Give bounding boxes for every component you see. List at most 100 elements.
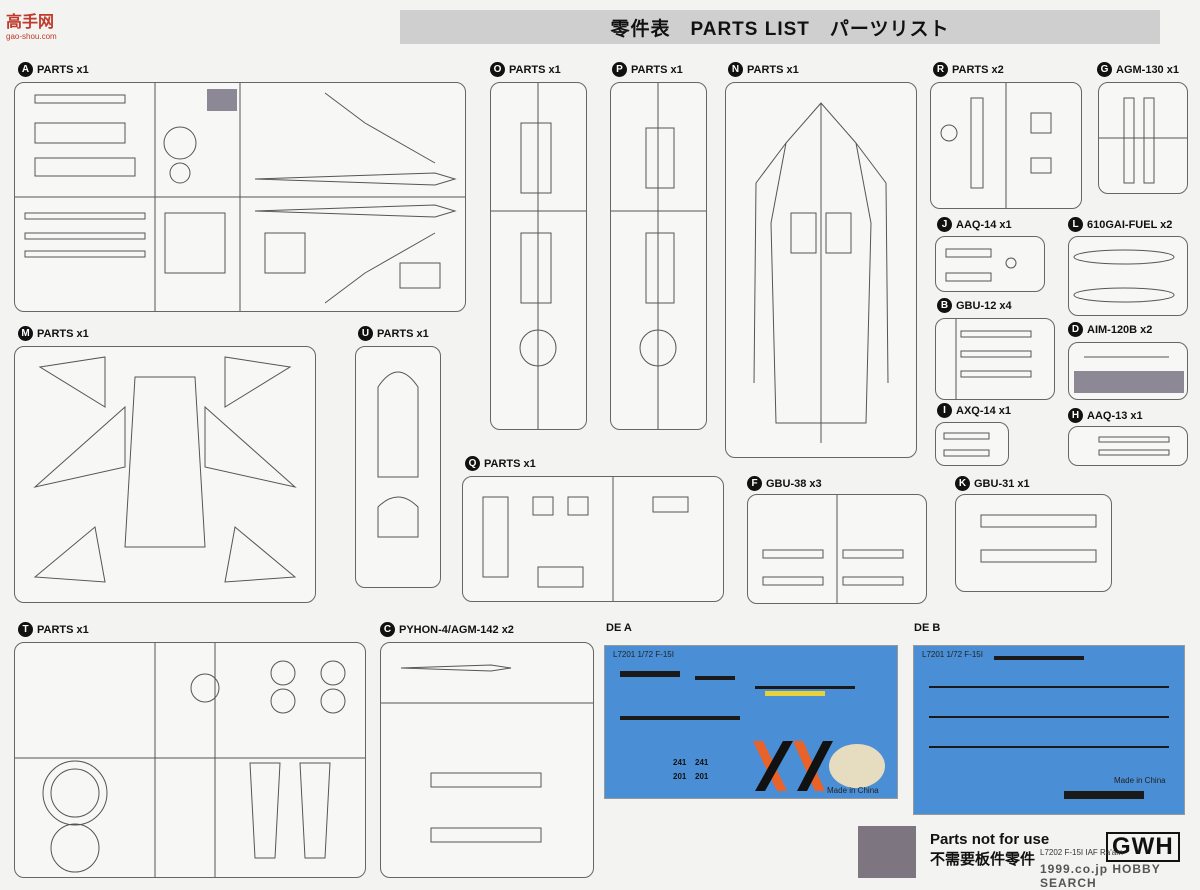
letter-badge: A bbox=[18, 62, 33, 77]
sprue-u-drawing bbox=[377, 371, 419, 538]
unused-parts-en: Parts not for use bbox=[930, 831, 1050, 848]
kit-code: L7202 F-15I IAF Ra'am bbox=[1040, 848, 1123, 857]
sprue-m-drawing bbox=[33, 356, 297, 583]
group-label-text: 610GAI-FUEL x2 bbox=[1087, 218, 1173, 231]
decal-sheet-a: L7201 1/72 F-15I 241 241 201 201 Made in… bbox=[604, 645, 898, 799]
letter-badge: H bbox=[1068, 408, 1083, 423]
group-label-text: PARTS x1 bbox=[37, 63, 89, 76]
letter-badge: G bbox=[1097, 62, 1112, 77]
letter-badge: M bbox=[18, 326, 33, 341]
sprue-f-drawing bbox=[762, 495, 904, 603]
sprue-n-drawing bbox=[753, 102, 889, 443]
brand-logo: GWH bbox=[1106, 832, 1180, 862]
group-label-r: R PARTS x2 bbox=[933, 62, 1004, 77]
decal-made-in: Made in China bbox=[827, 786, 879, 795]
sprue-k-drawing bbox=[980, 514, 1097, 563]
letter-badge: O bbox=[490, 62, 505, 77]
sprue-g bbox=[1098, 82, 1188, 194]
sprue-q-drawing bbox=[482, 477, 689, 601]
decal-a-artwork bbox=[620, 671, 885, 791]
sprue-u bbox=[355, 346, 441, 588]
decal-number-3: 201 bbox=[673, 772, 687, 781]
decal-sheet-code: L7201 1/72 F-15I bbox=[922, 650, 983, 659]
decal-label-b: DE B bbox=[914, 622, 940, 634]
sprue-c-drawing bbox=[381, 664, 593, 843]
decal-b-artwork bbox=[929, 656, 1169, 799]
group-label-text: PARTS x1 bbox=[377, 327, 429, 340]
letter-badge: J bbox=[937, 217, 952, 232]
sprue-o-drawing bbox=[491, 83, 586, 429]
group-label-m: M PARTS x1 bbox=[18, 326, 89, 341]
sprue-h-drawing bbox=[1098, 436, 1170, 456]
letter-badge: B bbox=[937, 298, 952, 313]
group-label-text: PARTS x1 bbox=[747, 63, 799, 76]
decal-number-4: 201 bbox=[695, 772, 709, 781]
group-label-text: AXQ-14 x1 bbox=[956, 404, 1012, 417]
decal-label-a: DE A bbox=[606, 622, 632, 634]
decal-sheet-b: L7201 1/72 F-15I Made in China bbox=[913, 645, 1185, 815]
sprue-a bbox=[14, 82, 466, 312]
letter-badge: Q bbox=[465, 456, 480, 471]
logo-text: 高手网 bbox=[6, 12, 55, 31]
letter-badge: N bbox=[728, 62, 743, 77]
page-title: 零件表 PARTS LIST パーツリスト bbox=[400, 10, 1160, 44]
sprue-b bbox=[935, 318, 1055, 400]
sprue-t-drawing bbox=[15, 643, 365, 877]
sprue-l bbox=[1068, 236, 1188, 316]
sprue-d-drawing bbox=[1074, 356, 1184, 393]
sprue-l-drawing bbox=[1073, 249, 1175, 303]
group-label-u: U PARTS x1 bbox=[358, 326, 429, 341]
group-label-text: PARTS x2 bbox=[952, 63, 1004, 76]
group-label-text: PYHON-4/AGM-142 x2 bbox=[399, 623, 514, 636]
decal-number-1: 241 bbox=[673, 758, 687, 767]
sprue-a-drawing bbox=[15, 83, 465, 311]
sprue-n bbox=[725, 82, 917, 458]
group-label-text: PARTS x1 bbox=[37, 623, 89, 636]
group-label-p: P PARTS x1 bbox=[612, 62, 683, 77]
group-label-text: AGM-130 x1 bbox=[1116, 63, 1179, 76]
decal-sheet-code: L7201 1/72 F-15I bbox=[613, 650, 674, 659]
decal-label-text: DE A bbox=[606, 622, 632, 634]
group-label-n: N PARTS x1 bbox=[728, 62, 799, 77]
sprue-q bbox=[462, 476, 724, 602]
sprue-i bbox=[935, 422, 1009, 466]
logo-url: gao-shou.com bbox=[6, 32, 57, 41]
group-label-text: PARTS x1 bbox=[631, 63, 683, 76]
group-label-q: Q PARTS x1 bbox=[465, 456, 536, 471]
group-label-text: AIM-120B x2 bbox=[1087, 323, 1153, 336]
letter-badge: R bbox=[933, 62, 948, 77]
sprue-i-drawing bbox=[943, 432, 990, 457]
sprue-g-drawing bbox=[1099, 97, 1187, 184]
group-label-i: I AXQ-14 x1 bbox=[937, 403, 1011, 418]
group-label-a: A PARTS x1 bbox=[18, 62, 89, 77]
title-text: 零件表 PARTS LIST パーツリスト bbox=[610, 18, 950, 40]
unused-parts-cn: 不需要板件零件 bbox=[930, 851, 1036, 868]
letter-badge: T bbox=[18, 622, 33, 637]
unused-parts-swatch bbox=[858, 826, 916, 878]
group-label-text: PARTS x1 bbox=[484, 457, 536, 470]
sprue-b-drawing bbox=[955, 319, 1032, 399]
sprue-j bbox=[935, 236, 1045, 292]
letter-badge: F bbox=[747, 476, 762, 491]
decal-made-in: Made in China bbox=[1114, 776, 1166, 785]
group-label-f: F GBU-38 x3 bbox=[747, 476, 822, 491]
letter-badge: U bbox=[358, 326, 373, 341]
group-label-text: GBU-38 x3 bbox=[766, 477, 822, 490]
sprue-m bbox=[14, 346, 316, 603]
sprue-d bbox=[1068, 342, 1188, 400]
sprue-t bbox=[14, 642, 366, 878]
letter-badge: P bbox=[612, 62, 627, 77]
group-label-t: T PARTS x1 bbox=[18, 622, 89, 637]
group-label-text: PARTS x1 bbox=[37, 327, 89, 340]
letter-badge: I bbox=[937, 403, 952, 418]
sprue-p bbox=[610, 82, 707, 430]
group-label-text: AAQ-13 x1 bbox=[1087, 409, 1143, 422]
decal-number-2: 241 bbox=[695, 758, 709, 767]
